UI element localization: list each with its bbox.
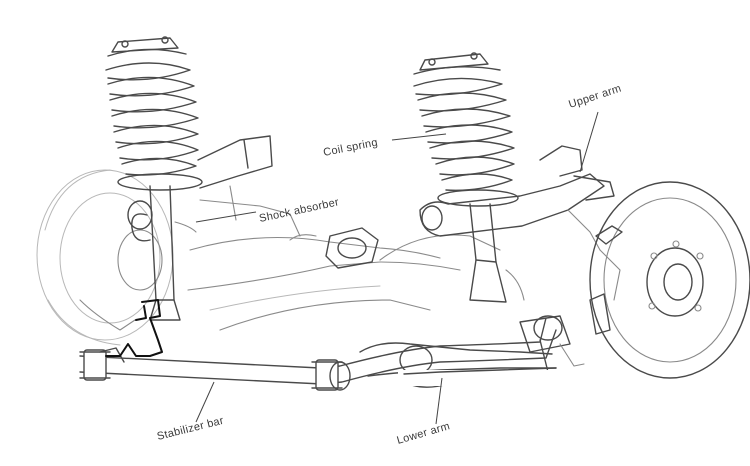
left-coil-spring [105,36,203,191]
label-stabilizer-bar: Stabilizer bar [156,415,225,443]
label-coil-spring: Coil spring [322,137,379,159]
crossmember [187,227,501,331]
callout-coil-spring: Coil spring [322,133,447,159]
left-upper-arm [197,135,301,237]
right-upper-arm [419,145,615,251]
stabilizer-bar [79,317,557,391]
erased-patch [398,370,578,386]
label-lower-arm: Lower arm [396,420,452,447]
label-shock-absorber: Shock absorber [258,196,340,225]
right-shock-absorber [469,203,525,303]
hand-drawn-link-outline [105,299,163,357]
label-upper-arm: Upper arm [567,83,623,111]
left-brake-disc [36,169,174,346]
callout-stabilizer-bar: Stabilizer bar [156,381,225,443]
right-coil-spring [413,52,519,207]
callout-lower-arm: Lower arm [396,377,452,447]
callout-shock-absorber: Shock absorber [195,196,340,225]
callout-upper-arm: Upper arm [567,83,623,173]
left-shock-absorber [127,185,197,321]
right-brake-disc [589,181,750,379]
